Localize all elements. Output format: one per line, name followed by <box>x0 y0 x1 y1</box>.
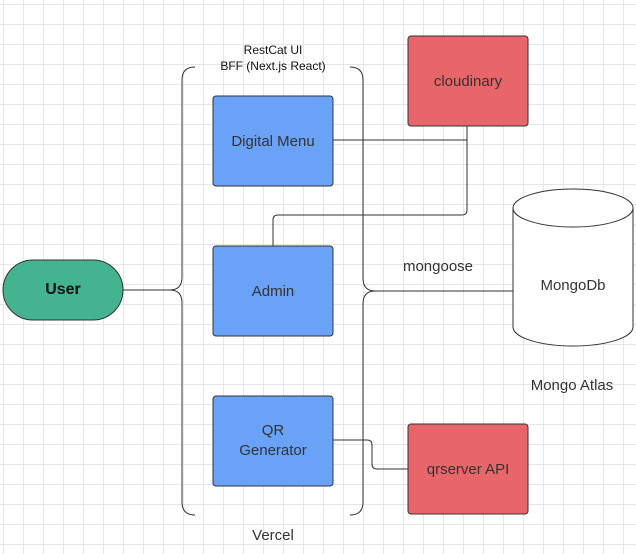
qr-generator-node <box>212 395 334 487</box>
bff-title: RestCat UI BFF (Next.js React) <box>203 42 343 74</box>
user-label: User <box>45 281 81 298</box>
mongo-atlas-label: Mongo Atlas <box>530 377 614 394</box>
qrserver-api-label: qrserver API <box>426 460 510 478</box>
admin-label: Admin <box>251 282 295 300</box>
qr-generator-label-line1: QR <box>261 422 285 439</box>
qrserver-api-node <box>407 423 529 515</box>
bff-title-line2: BFF (Next.js React) <box>220 59 326 73</box>
digital-menu-node <box>212 95 334 187</box>
admin-node <box>212 245 334 337</box>
mongodb-cylinder <box>512 188 634 347</box>
qr-generator-label-line2: Generator <box>239 442 307 459</box>
bff-bracket-left <box>169 66 196 516</box>
connector-digital-menu-to-cloudinary <box>333 126 468 141</box>
cloudinary-node <box>407 35 529 127</box>
cloudinary-label: cloudinary <box>433 72 503 90</box>
mongodb-label: MongoDb <box>540 276 606 294</box>
connector-qr-to-qrserver <box>333 439 408 470</box>
user-node <box>2 259 124 321</box>
bff-title-line1: RestCat UI <box>243 43 303 57</box>
qr-generator-label: QR Generator <box>213 396 333 486</box>
digital-menu-label: Digital Menu <box>231 132 315 150</box>
bff-bracket-right <box>349 66 376 516</box>
vercel-label: Vercel <box>252 527 294 544</box>
connector-admin-to-cloudinary <box>272 140 468 246</box>
mongoose-label: mongoose <box>402 258 474 275</box>
